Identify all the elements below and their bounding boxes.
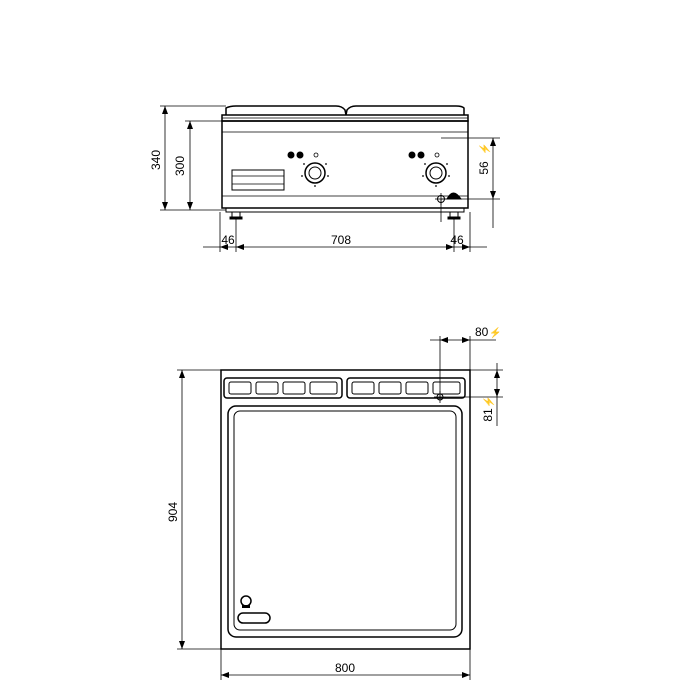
right-knob <box>429 166 443 180</box>
top-plate-cooking-surface <box>233 410 457 631</box>
top-drawer-handle <box>237 612 271 624</box>
dim-46-right: 46 <box>450 233 464 247</box>
top-backsplash-left <box>223 377 343 399</box>
top-backsplash-right <box>346 377 466 399</box>
front-foot-left <box>231 211 241 218</box>
dim-81-electric-symbol: ⚡ <box>482 396 495 408</box>
left-indicator-lamp-2 <box>296 151 304 159</box>
front-foot-right <box>449 211 459 218</box>
left-indicator-lamp-1 <box>287 151 295 159</box>
right-indicator-lamp-1 <box>408 151 416 159</box>
left-knob <box>308 166 322 180</box>
dim-800: 800 <box>335 661 355 675</box>
dim-300: 300 <box>173 156 187 176</box>
top-view <box>220 369 471 650</box>
dim-46-left: 46 <box>221 233 235 247</box>
front-dimensions <box>160 105 500 252</box>
right-mini-symbol <box>434 152 440 158</box>
dim-708: 708 <box>331 233 351 247</box>
dim-80-electric-symbol: ⚡ <box>489 326 501 339</box>
top-drain-hole <box>240 595 252 607</box>
left-knob-ring <box>304 162 326 184</box>
front-arrows <box>162 106 496 250</box>
front-drip-drawer <box>231 169 285 191</box>
dim-904: 904 <box>166 502 180 522</box>
left-mini-symbol <box>313 152 319 158</box>
right-indicator-lamp-2 <box>417 151 425 159</box>
front-cable-entry <box>446 192 462 200</box>
front-plate-right <box>345 105 465 116</box>
top-plate-outer <box>227 405 463 638</box>
right-knob-ring <box>425 162 447 184</box>
top-outer-frame <box>220 369 471 650</box>
top-arrows <box>179 337 500 678</box>
dim-81: 81 <box>481 408 495 422</box>
front-plate-left <box>225 105 347 116</box>
dim-340: 340 <box>149 150 163 170</box>
dim-56: 56 <box>477 161 491 175</box>
dim-56-electric-symbol: ⚡ <box>478 143 491 155</box>
dim-80: 80 <box>475 325 489 339</box>
front-view <box>221 105 469 220</box>
